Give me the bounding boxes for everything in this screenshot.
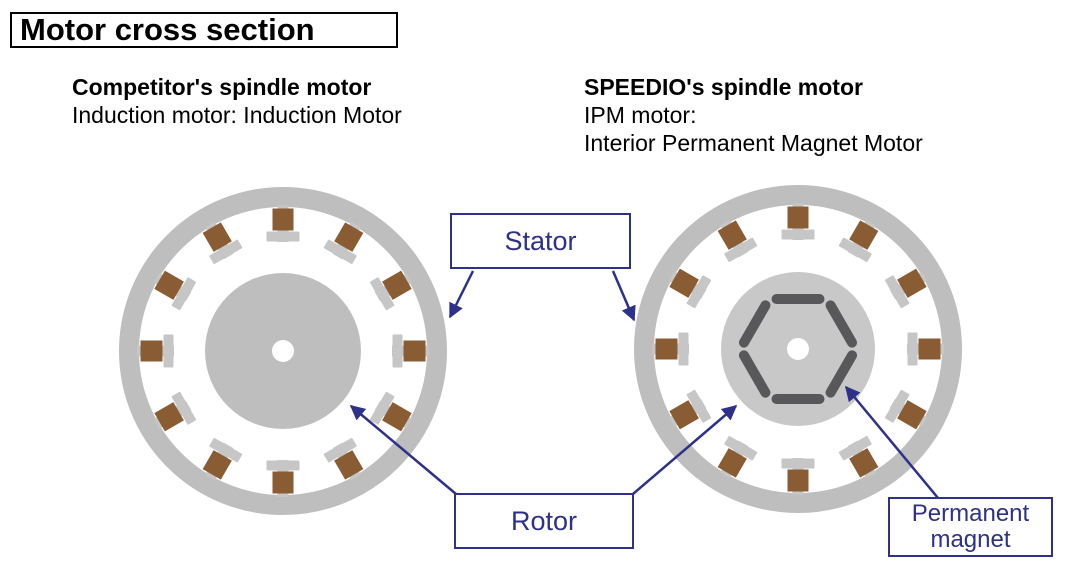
right-motor-subheading-line2: Interior Permanent Magnet Motor [584,130,923,156]
right-motor-heading: SPEEDIO's spindle motor [584,74,863,100]
rotor-arrow-right [632,405,738,495]
right-motor-subheading-line1: IPM motor: [584,102,697,128]
rotor-label: Rotor [454,493,634,549]
shaft-hole [787,338,809,360]
stator-arrow-left [448,270,475,319]
right-motor-cross-section [634,185,962,513]
stator-label-text: Stator [504,225,577,256]
page-title: Motor cross section [10,12,398,48]
permanent-magnet-arrow [845,385,939,499]
stator-arrow-right [611,270,636,322]
page-title-text: Motor cross section [20,12,315,47]
rotor-label-text: Rotor [510,505,578,536]
stator-label: Stator [450,213,631,269]
permanent-magnet-label: Permanent magnet [888,497,1053,557]
left-motor-heading: Competitor's spindle motor [72,74,372,100]
left-motor-heading-block: Competitor's spindle motor Induction mot… [72,73,402,129]
left-motor-cross-section [119,187,447,515]
shaft-hole [272,340,294,362]
right-motor-heading-block: SPEEDIO's spindle motor IPM motor: Inter… [584,73,923,157]
rotor-arrow-left [349,405,457,495]
permanent-magnet-label-text: Permanent magnet [911,500,1030,553]
left-motor-subheading: Induction motor: Induction Motor [72,102,402,128]
